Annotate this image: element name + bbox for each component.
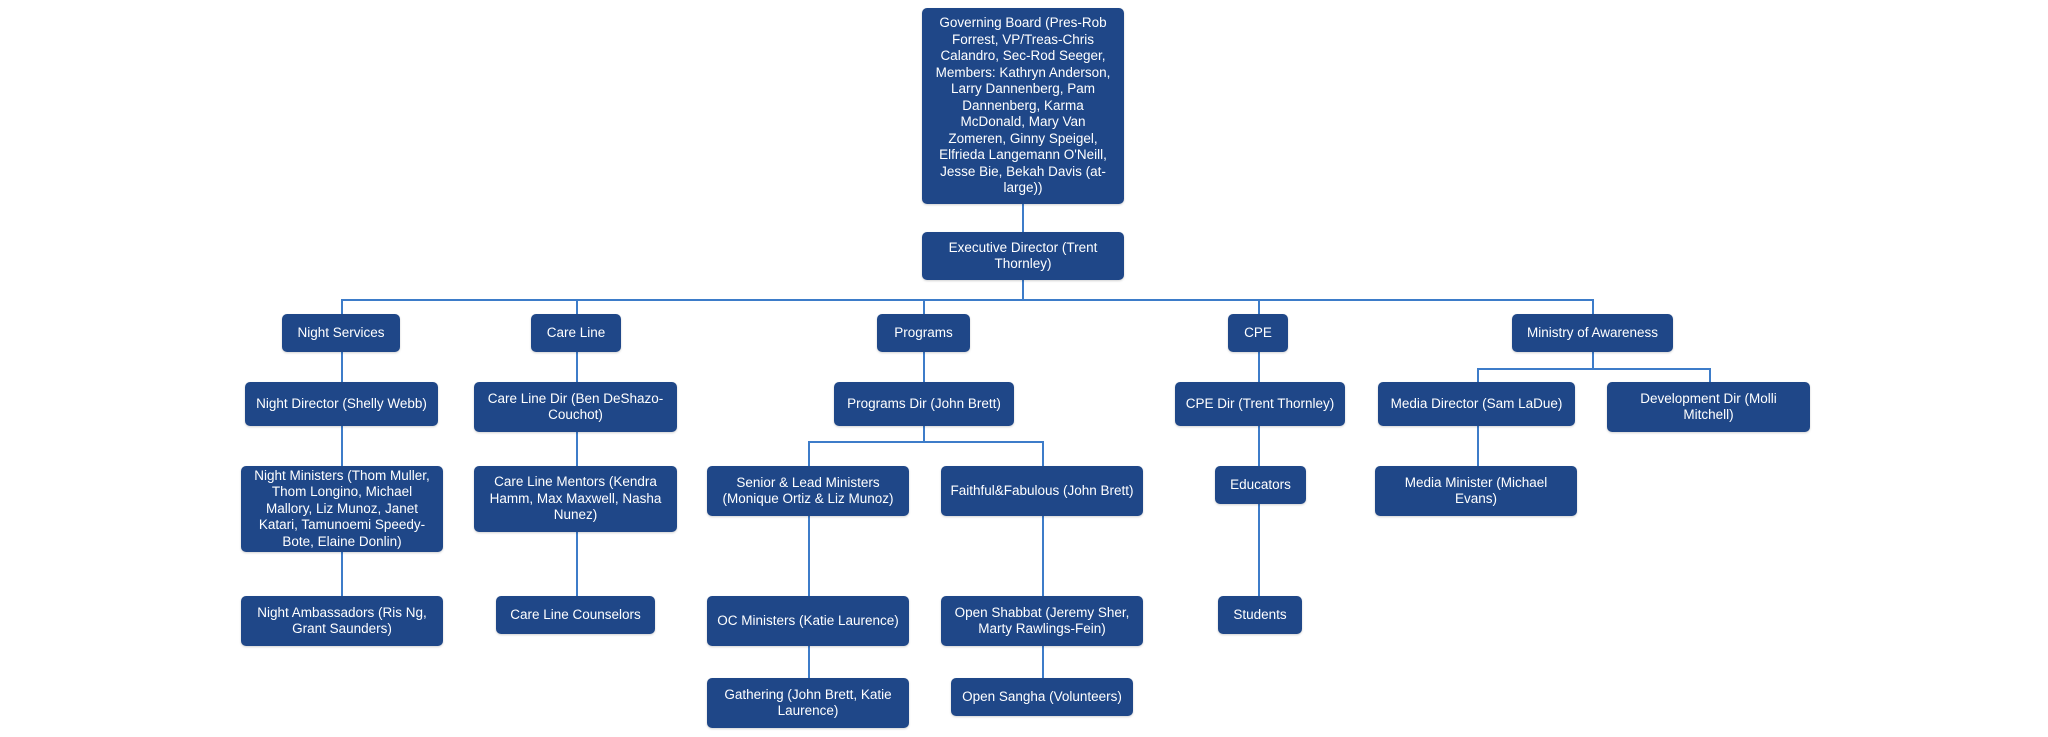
org-node-programs-dir[interactable]: Programs Dir (John Brett) <box>834 382 1014 426</box>
org-node-media-director[interactable]: Media Director (Sam LaDue) <box>1378 382 1575 426</box>
org-node-governing-board[interactable]: Governing Board (Pres-Rob Forrest, VP/Tr… <box>922 8 1124 204</box>
org-node-care-line-counselors[interactable]: Care Line Counselors <box>496 596 655 634</box>
org-node-executive-director[interactable]: Executive Director (Trent Thornley) <box>922 232 1124 280</box>
edge-bus-to-dev-dir <box>1709 368 1711 382</box>
edge-senior-to-oc <box>808 516 810 596</box>
edge-bus-to-moa <box>1592 299 1594 314</box>
edge-night-ministers-to-amb <box>341 552 343 596</box>
org-node-night-ambassadors[interactable]: Night Ambassadors (Ris Ng, Grant Saunder… <box>241 596 443 646</box>
org-node-care-line-dir[interactable]: Care Line Dir (Ben DeShazo-Couchot) <box>474 382 677 432</box>
org-node-programs[interactable]: Programs <box>877 314 970 352</box>
edge-night-dir-to-ministers <box>341 426 343 466</box>
edge-programs-dir-stub <box>923 426 925 442</box>
edge-media-dir-to-minister <box>1477 426 1479 466</box>
edge-board-to-ed <box>1022 204 1024 232</box>
edge-bus-to-senior <box>808 441 810 466</box>
edge-oc-to-gathering <box>808 646 810 678</box>
org-node-care-line-mentors[interactable]: Care Line Mentors (Kendra Hamm, Max Maxw… <box>474 466 677 532</box>
edge-care-dir-to-mentors <box>576 432 578 466</box>
edge-care-mentors-to-counselors <box>576 532 578 596</box>
org-node-media-minister[interactable]: Media Minister (Michael Evans) <box>1375 466 1577 516</box>
edge-educators-to-students <box>1258 504 1260 596</box>
edge-programs-bus <box>808 441 1042 443</box>
edge-ed-stub-down <box>1022 280 1024 300</box>
org-node-faithful-fabulous[interactable]: Faithful&Fabulous (John Brett) <box>941 466 1143 516</box>
edge-bus-to-cpe <box>1258 299 1260 314</box>
edge-shabbat-to-sangha <box>1042 646 1044 678</box>
org-node-ministry-of-awareness[interactable]: Ministry of Awareness <box>1512 314 1673 352</box>
edge-night-services-to-dir <box>341 352 343 382</box>
edge-faithful-to-shabbat <box>1042 516 1044 596</box>
org-node-educators[interactable]: Educators <box>1215 466 1306 504</box>
edge-moa-bus <box>1477 368 1711 370</box>
edge-moa-to-stub <box>1592 352 1594 369</box>
edge-programs-to-dir <box>923 352 925 382</box>
org-node-night-director[interactable]: Night Director (Shelly Webb) <box>245 382 438 426</box>
org-node-students[interactable]: Students <box>1218 596 1302 634</box>
org-node-open-shabbat[interactable]: Open Shabbat (Jeremy Sher, Marty Rawling… <box>941 596 1143 646</box>
edge-ed-bus <box>341 299 1592 301</box>
org-node-senior-lead-ministers[interactable]: Senior & Lead Ministers (Monique Ortiz &… <box>707 466 909 516</box>
edge-cpe-dir-to-educators <box>1258 426 1260 466</box>
org-node-open-sangha[interactable]: Open Sangha (Volunteers) <box>951 678 1133 716</box>
edge-cpe-to-dir <box>1258 352 1260 382</box>
edge-bus-to-programs <box>923 299 925 314</box>
edge-bus-to-faithful <box>1042 441 1044 466</box>
org-node-cpe[interactable]: CPE <box>1228 314 1288 352</box>
org-node-gathering[interactable]: Gathering (John Brett, Katie Laurence) <box>707 678 909 728</box>
org-node-night-services[interactable]: Night Services <box>282 314 400 352</box>
org-node-care-line[interactable]: Care Line <box>531 314 621 352</box>
org-node-oc-ministers[interactable]: OC Ministers (Katie Laurence) <box>707 596 909 646</box>
org-node-development-dir[interactable]: Development Dir (Molli Mitchell) <box>1607 382 1810 432</box>
org-node-cpe-dir[interactable]: CPE Dir (Trent Thornley) <box>1175 382 1345 426</box>
edge-care-line-to-dir <box>576 352 578 382</box>
edge-bus-to-media-dir <box>1477 368 1479 382</box>
org-node-night-ministers[interactable]: Night Ministers (Thom Muller, Thom Longi… <box>241 466 443 552</box>
edge-bus-to-care-line <box>576 299 578 314</box>
edge-bus-to-night-services <box>341 299 343 314</box>
